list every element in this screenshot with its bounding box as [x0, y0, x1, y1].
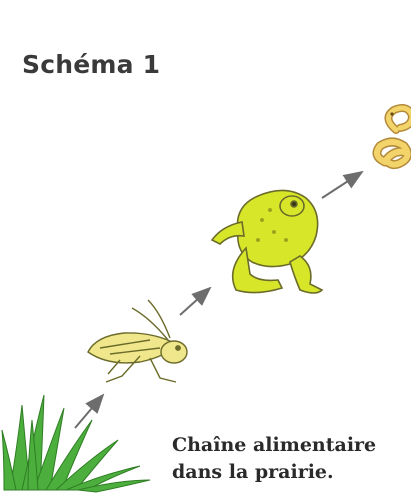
caption-line-1: Chaîne alimentaire [172, 432, 376, 459]
diagram-caption: Chaîne alimentaire dans la prairie. [172, 432, 376, 486]
snake-icon [377, 108, 411, 165]
arrow-grass-to-grasshopper [75, 395, 103, 428]
arrow-frog-to-snake [322, 172, 362, 198]
frog-icon [212, 190, 322, 293]
grasshopper-icon [88, 300, 187, 382]
caption-line-2: dans la prairie. [172, 459, 376, 486]
arrow-grasshopper-to-frog [180, 288, 210, 315]
grass-icon [2, 395, 150, 492]
